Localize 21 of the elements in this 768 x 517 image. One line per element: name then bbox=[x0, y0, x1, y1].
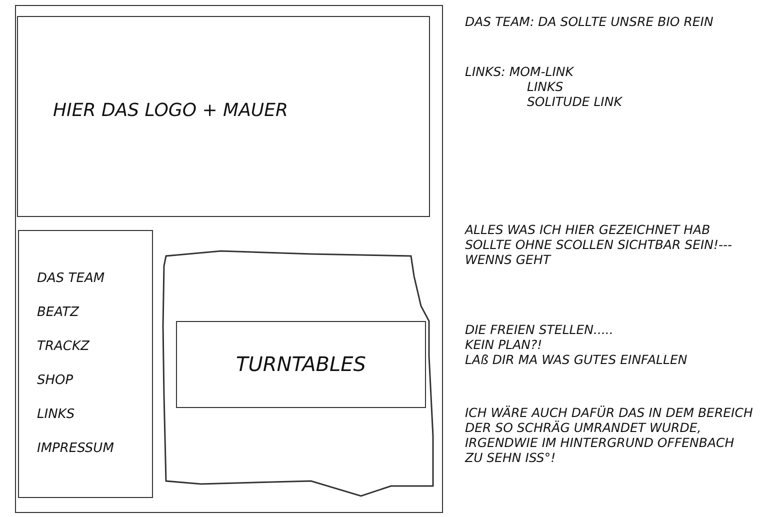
note-text: LAß DIR MA WAS GUTES EINFALLEN bbox=[465, 352, 688, 367]
link-text: SOLITUDE LINK bbox=[527, 94, 624, 109]
note-text: DAS TEAM: DA SOLLTE UNSRE BIO REIN bbox=[465, 14, 714, 29]
menu-item: BEATZ bbox=[37, 305, 79, 321]
turntables-box bbox=[176, 321, 426, 408]
note-text: ICH WÄRE AUCH DAFÜR DAS IN DEM BEREICH DER SO SCHRÄG UMRANDET WURDE, IRGENDWIE IM HINTERGRUND OFFENBACH ZU SEHN ISS°! bbox=[465, 405, 754, 465]
placeholder-label: TURNTABLES bbox=[235, 352, 367, 376]
menu-item: LINKS bbox=[37, 407, 75, 423]
menu-item: DAS TEAM bbox=[37, 271, 105, 287]
header-box bbox=[17, 16, 430, 217]
placeholder-label: HIER DAS LOGO + MAUER bbox=[53, 99, 288, 123]
menu-item: SHOP bbox=[37, 373, 74, 389]
navigation-box bbox=[18, 230, 153, 498]
note-text: LINKS: MOM-LINK bbox=[465, 64, 575, 79]
note-text: DIE FREIEN STELLEN..... bbox=[465, 322, 614, 337]
menu-item: IMPRESSUM bbox=[37, 441, 114, 457]
note-text: ALLES WAS ICH HIER GEZEICHNET HAB SOLLTE OHNE SCOLLEN SICHTBAR SEIN!---WENNS GEHT bbox=[465, 222, 734, 267]
page-frame bbox=[15, 5, 443, 513]
link-text: LINKS bbox=[527, 79, 564, 94]
menu-item: TRACKZ bbox=[37, 339, 90, 355]
note-text: KEIN PLAN?! bbox=[465, 337, 544, 352]
